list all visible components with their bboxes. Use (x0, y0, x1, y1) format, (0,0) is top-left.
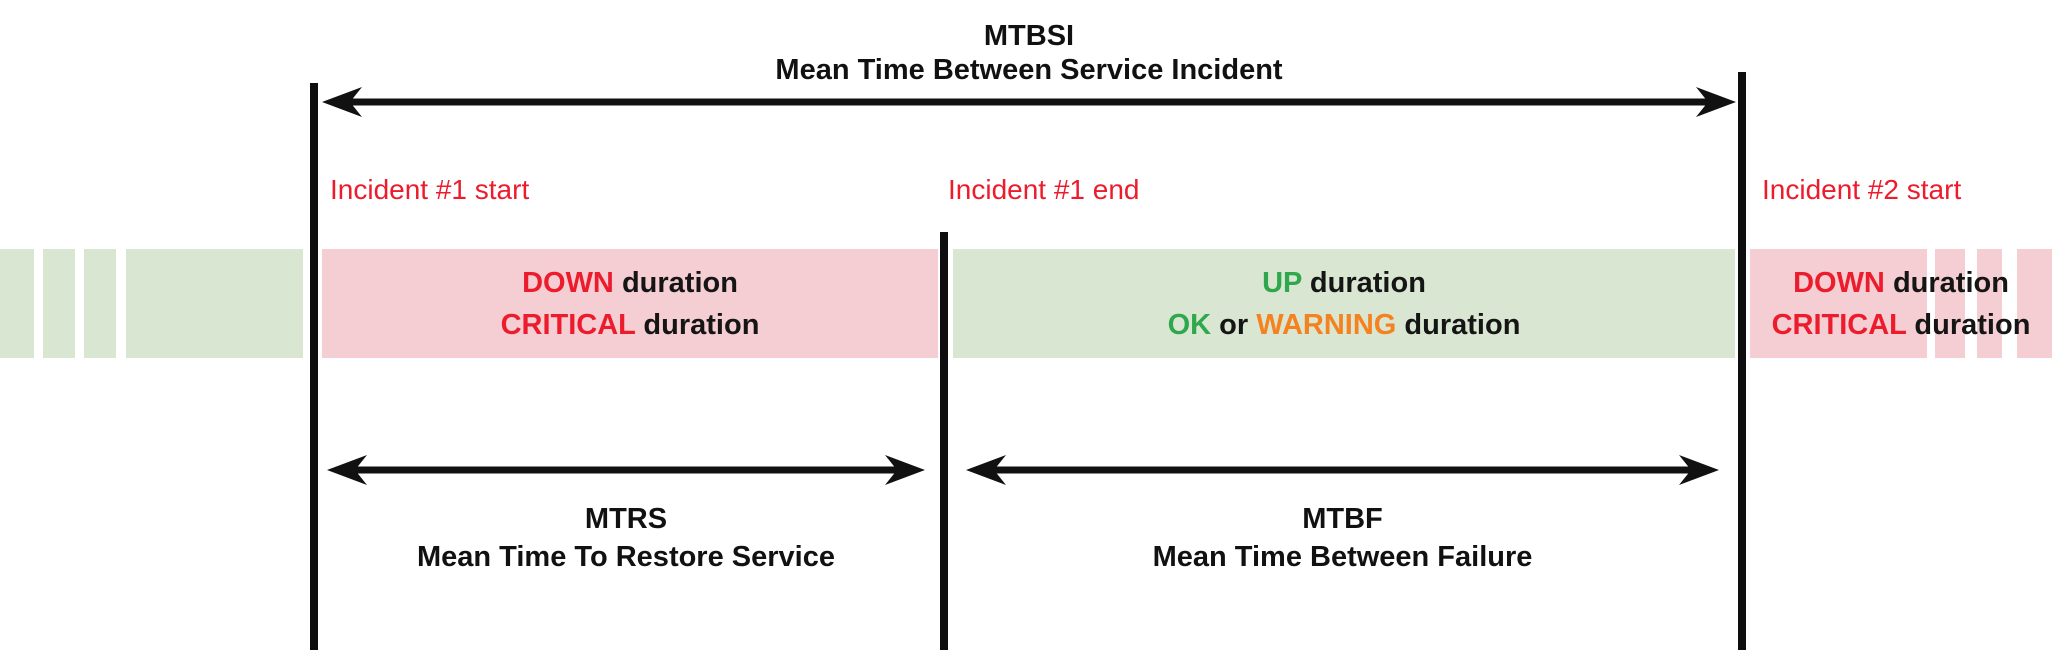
left-arrowhead-icon (327, 455, 367, 485)
title-abbr: MTBSI (983, 20, 1075, 52)
critical-status-text: CRITICAL (500, 308, 636, 341)
duration-text: duration (1906, 308, 2031, 341)
down-status-text: DOWN (522, 266, 614, 299)
down-duration-strip (1977, 249, 2002, 358)
mtbf-label: MTBF Mean Time Between Failure (966, 500, 1719, 576)
down-duration-band: DOWN duration CRITICAL duration (322, 249, 938, 358)
duration-text: duration (1301, 266, 1426, 299)
mtbsi-span-arrow (322, 87, 1736, 117)
up-duration-line: UP duration (1262, 262, 1426, 304)
mtbf-full: Mean Time Between Failure (1152, 541, 1533, 573)
diagram-title: MTBSI Mean Time Between Service Incident (322, 19, 1736, 87)
pre-timeline-up-strip (84, 249, 116, 358)
down-duration-line: DOWN duration (1793, 262, 2009, 304)
incident-2-start-label: Incident #2 start (1762, 174, 1962, 205)
down-duration-band-2: DOWN duration CRITICAL duration (1750, 249, 2052, 358)
critical-status-text: CRITICAL (1771, 308, 1907, 341)
up-status-text: UP (1262, 266, 1302, 299)
mtrs-span-arrow (327, 455, 925, 485)
mtrs-full: Mean Time To Restore Service (417, 541, 835, 573)
left-arrowhead-icon (966, 455, 1006, 485)
left-arrowhead-icon (322, 87, 362, 117)
critical-duration-line: CRITICAL duration (501, 304, 760, 346)
warning-status-text: WARNING (1256, 308, 1397, 341)
duration-text: duration (1884, 266, 2009, 299)
mtrs-label: MTRS Mean Time To Restore Service (327, 500, 925, 576)
pre-timeline-up-strip (43, 249, 75, 358)
mtbf-abbr: MTBF (1302, 503, 1383, 535)
pre-timeline-up-strip (126, 249, 303, 358)
ok-warning-duration-line: OK or WARNING duration (1168, 304, 1521, 346)
incident-1-end-marker (940, 232, 948, 650)
incident-1-start-marker (310, 83, 318, 650)
down-duration-strip (1750, 249, 1927, 358)
right-arrowhead-icon (1679, 455, 1719, 485)
mtbf-span-arrow (966, 455, 1719, 485)
incident-1-end-label: Incident #1 end (948, 174, 1140, 205)
title-full: Mean Time Between Service Incident (775, 54, 1283, 86)
critical-duration-line: CRITICAL duration (1772, 304, 2031, 346)
incident-2-start-marker (1738, 72, 1746, 650)
pre-timeline-up-strip (0, 249, 34, 358)
duration-text: duration (1396, 308, 1521, 341)
duration-text: duration (635, 308, 760, 341)
or-text: or (1211, 308, 1257, 341)
down-duration-line: DOWN duration (522, 262, 738, 304)
up-duration-band: UP duration OK or WARNING duration (953, 249, 1735, 358)
down-status-text: DOWN (1793, 266, 1885, 299)
down-duration-strip (1935, 249, 1965, 358)
right-arrowhead-icon (1696, 87, 1736, 117)
incident-1-start-label: Incident #1 start (330, 174, 530, 205)
duration-text: duration (613, 266, 738, 299)
mtrs-abbr: MTRS (584, 503, 668, 535)
down-duration-strip (2017, 249, 2052, 358)
right-arrowhead-icon (885, 455, 925, 485)
ok-status-text: OK (1167, 308, 1212, 341)
